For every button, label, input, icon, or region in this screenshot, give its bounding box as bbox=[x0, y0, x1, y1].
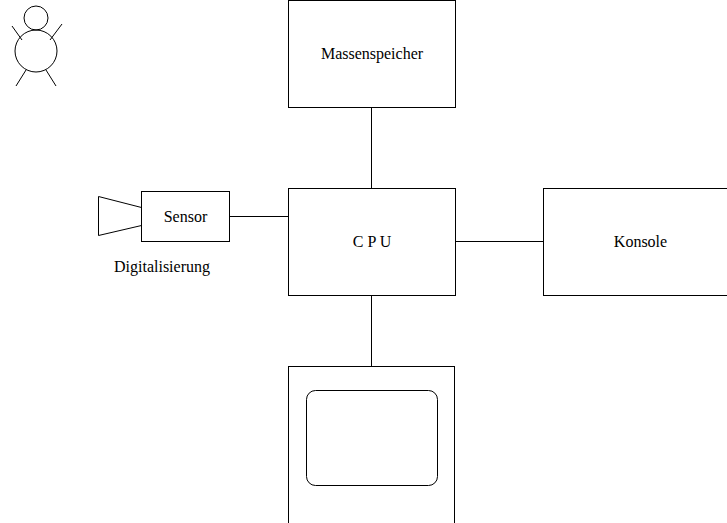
connector-line bbox=[456, 241, 543, 242]
connector-line bbox=[230, 216, 288, 217]
person-leg bbox=[16, 70, 26, 86]
monitor-screen bbox=[307, 391, 438, 486]
sensor-box: Sensor bbox=[141, 191, 230, 242]
monitor-wire bbox=[371, 295, 372, 366]
sensor-horn bbox=[99, 197, 142, 236]
person-body bbox=[15, 30, 57, 72]
box-label: Massenspeicher bbox=[321, 45, 423, 63]
cpu-box: C P U bbox=[288, 188, 456, 296]
person-head bbox=[24, 6, 48, 30]
monitor-housing bbox=[289, 367, 455, 523]
person-leg bbox=[46, 70, 56, 86]
storage-box: Massenspeicher bbox=[288, 0, 456, 108]
box-label: Konsole bbox=[614, 233, 667, 251]
person-arm bbox=[50, 24, 62, 40]
box-label: C P U bbox=[353, 233, 392, 251]
connector-line bbox=[371, 108, 372, 188]
person-arm bbox=[12, 26, 22, 40]
caption-label: Digitalisierung bbox=[114, 258, 210, 276]
console-box: Konsole bbox=[543, 188, 727, 296]
box-label: Sensor bbox=[164, 208, 208, 226]
